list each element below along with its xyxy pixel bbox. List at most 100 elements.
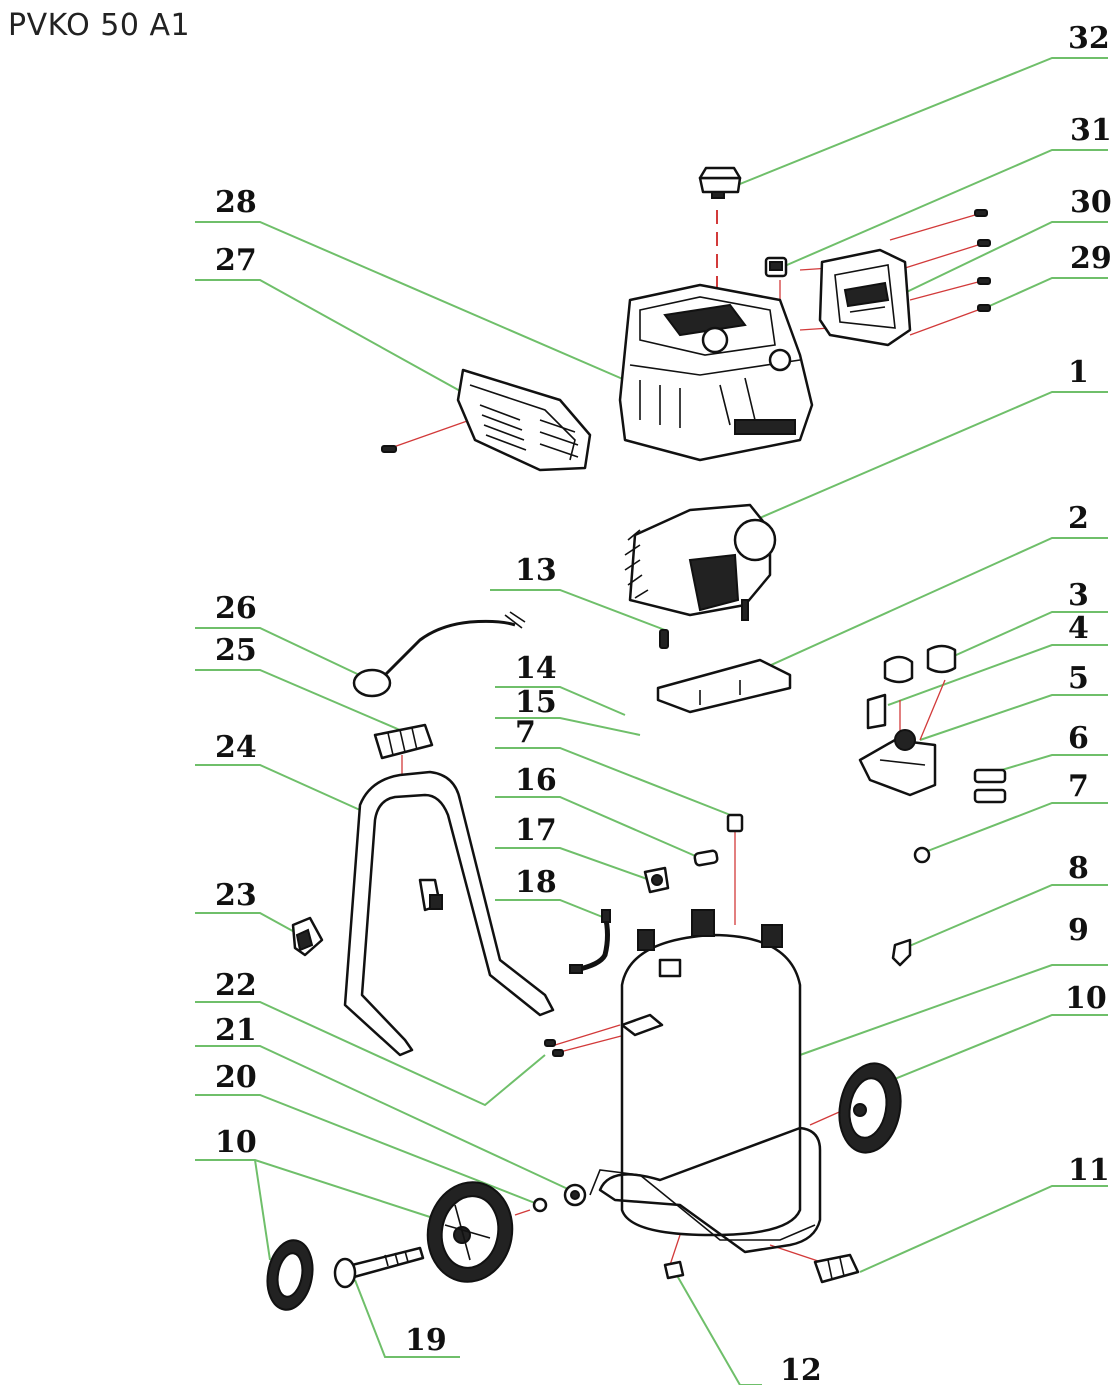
part-9-tank [620, 909, 802, 1237]
leader-27 [195, 279, 481, 403]
part-2-bracket [656, 658, 792, 714]
leader-24 [195, 764, 361, 811]
leader-14 [495, 686, 626, 716]
callout-25: 25 [215, 633, 257, 668]
part-6-couplers [973, 768, 1007, 804]
part-5-pressure-switch [858, 729, 937, 797]
part-13-screw [659, 629, 669, 649]
callout-4: 4 [1068, 611, 1089, 646]
leader-26 [195, 627, 371, 681]
leader-7a [495, 747, 739, 819]
leader-23 [195, 912, 301, 936]
leader-1 [754, 391, 1108, 521]
part-4-valve [866, 693, 887, 730]
part-10-hubcap [266, 1239, 314, 1311]
part-22-screws [544, 1039, 564, 1057]
part-31-switch [764, 256, 788, 278]
leader-28 [195, 221, 626, 381]
part-8-drain-valve [891, 938, 912, 967]
callout-numbers: 32 31 30 29 28 27 1 2 13 3 4 26 25 14 15… [215, 21, 1112, 1385]
callout-5: 5 [1068, 661, 1089, 696]
part-25-grip [373, 723, 434, 760]
callout-1: 1 [1068, 355, 1089, 390]
callout-24: 24 [215, 730, 257, 765]
part-frame [589, 1126, 822, 1254]
callout-2: 2 [1068, 501, 1089, 536]
leader-29 [984, 277, 1108, 309]
part-1-motor [624, 503, 777, 621]
callout-8: 8 [1068, 851, 1089, 886]
leader-18 [495, 899, 611, 921]
callout-3: 3 [1068, 578, 1089, 613]
callout-16: 16 [515, 763, 557, 798]
part-27-front-cover [381, 368, 592, 472]
leader-32 [719, 57, 1108, 193]
callout-22: 22 [215, 968, 257, 1003]
callout-14: 14 [515, 651, 557, 686]
leader-17 [495, 847, 651, 881]
leader-11 [859, 1185, 1108, 1273]
callout-9: 9 [1068, 913, 1089, 948]
leader-3 [944, 611, 1108, 661]
leader-22 [195, 1001, 546, 1107]
part-19-axle [333, 1246, 425, 1289]
part-7-valve-right [913, 846, 931, 864]
part-10-wheel-left [426, 1181, 514, 1283]
page-title: PVKO 50 A1 [8, 8, 191, 43]
callout-6: 6 [1068, 721, 1089, 756]
part-16-fitting [693, 849, 719, 867]
leader-15 [495, 717, 641, 736]
part-26-power-cord [352, 611, 526, 698]
part-30-side-cover [818, 248, 912, 347]
callout-29: 29 [1070, 241, 1112, 276]
part-7-valve-top [726, 813, 744, 833]
leader-10a [879, 1014, 1108, 1086]
callout-32: 32 [1068, 21, 1110, 56]
part-10-wheel-right [838, 1062, 902, 1154]
leader-31 [779, 149, 1108, 269]
callout-12: 12 [780, 1353, 822, 1385]
leader-19 [354, 1279, 460, 1358]
callout-31: 31 [1070, 113, 1112, 148]
callout-26: 26 [215, 591, 257, 626]
callout-30: 30 [1070, 185, 1112, 220]
leader-8 [899, 884, 1108, 951]
leader-13 [490, 589, 666, 631]
leader-25 [195, 669, 401, 731]
leader-5 [919, 694, 1108, 741]
callout-7-top: 7 [515, 715, 536, 750]
leader-6 [994, 754, 1108, 773]
part-3-gauges [883, 644, 957, 684]
part-24-handle [343, 770, 555, 1057]
callout-23: 23 [215, 878, 257, 913]
part-21-nut [563, 1183, 587, 1207]
callout-10-right: 10 [1065, 981, 1107, 1016]
callout-15: 15 [515, 685, 557, 720]
part-17-valve [643, 866, 670, 894]
callout-27: 27 [215, 243, 257, 278]
callout-19: 19 [405, 1323, 447, 1358]
leader-10b-2 [254, 1159, 271, 1261]
callout-21: 21 [215, 1013, 257, 1048]
leader-16 [495, 796, 701, 859]
leader-9 [799, 964, 1108, 1056]
callout-17: 17 [515, 813, 557, 848]
leader-20 [195, 1094, 541, 1206]
part-28-housing [618, 283, 814, 462]
part-11-foot [813, 1253, 860, 1284]
callout-20: 20 [215, 1060, 257, 1095]
part-18-hose [569, 909, 611, 974]
part-12-drain [663, 1260, 685, 1280]
leader-21 [195, 1045, 571, 1191]
leader-7b [924, 802, 1108, 853]
callout-10-left: 10 [215, 1125, 257, 1160]
callout-11: 11 [1068, 1153, 1110, 1188]
callout-13: 13 [515, 553, 557, 588]
part-29-screws [974, 209, 991, 312]
part-32-cap [698, 166, 742, 199]
callout-7-right: 7 [1068, 769, 1089, 804]
callout-18: 18 [515, 865, 557, 900]
leader-2 [759, 537, 1108, 671]
callout-28: 28 [215, 185, 257, 220]
